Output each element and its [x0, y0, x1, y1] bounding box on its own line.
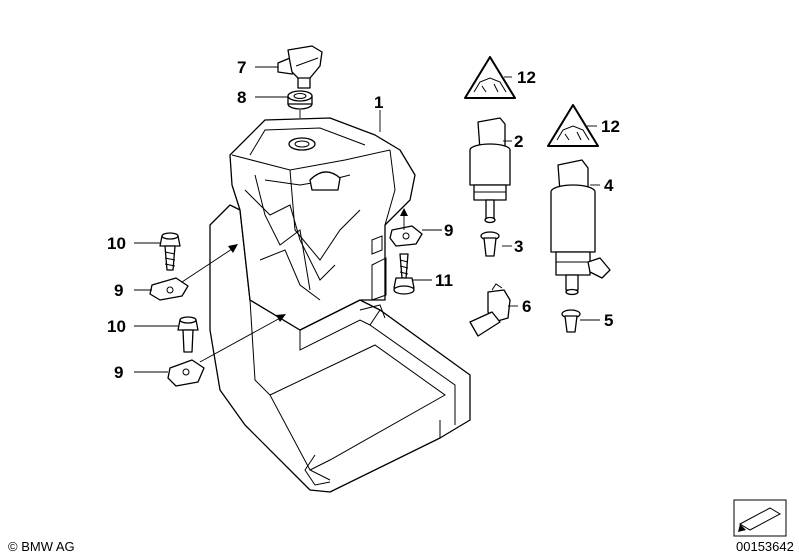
callout-11: 11	[435, 271, 453, 290]
callout-3: 3	[514, 237, 523, 256]
bolt-10-lower[interactable]	[177, 316, 199, 353]
callout-10-upper: 10	[107, 234, 126, 253]
clip-9-right[interactable]	[389, 225, 423, 247]
callout-12-left: 12	[517, 68, 536, 87]
bolt-10-upper[interactable]	[159, 232, 181, 271]
warning-label-12-right[interactable]	[547, 104, 599, 147]
arrow-nav-icon[interactable]	[733, 499, 787, 537]
callout-12-right: 12	[601, 117, 620, 136]
callout-4: 4	[604, 176, 614, 195]
grommet[interactable]	[287, 90, 313, 110]
screw-11[interactable]	[393, 253, 415, 295]
hose-elbow-connector[interactable]	[277, 45, 323, 89]
callout-labels: 1 2 3 4 5 6 7 8 9 9 9 10 10 11 12 12	[107, 58, 620, 382]
diagram-number: 00153642	[736, 539, 794, 554]
callout-9-upper-left: 9	[114, 281, 123, 300]
washer-pump[interactable]	[469, 117, 511, 224]
callout-10-lower: 10	[107, 317, 126, 336]
callout-1: 1	[374, 93, 383, 112]
washer-reservoir[interactable]	[209, 117, 471, 493]
plug-connector[interactable]	[469, 283, 511, 337]
callout-6: 6	[522, 297, 531, 316]
clip-9-upper-left[interactable]	[149, 277, 189, 301]
direction-arrows	[228, 208, 408, 322]
callout-8: 8	[237, 88, 246, 107]
screw-3[interactable]	[480, 231, 500, 257]
washer-pump-with-outlet[interactable]	[550, 159, 611, 296]
warning-label-12-left[interactable]	[464, 56, 516, 99]
callout-9-lower-left: 9	[114, 363, 123, 382]
callout-2: 2	[514, 132, 523, 151]
copyright-text: © BMW AG	[8, 539, 75, 554]
callout-5: 5	[604, 311, 613, 330]
callout-9-right: 9	[444, 221, 453, 240]
leader-lines	[134, 66, 600, 373]
clip-9-lower-left[interactable]	[167, 359, 205, 387]
callout-7: 7	[237, 58, 246, 77]
screw-5[interactable]	[561, 309, 581, 333]
